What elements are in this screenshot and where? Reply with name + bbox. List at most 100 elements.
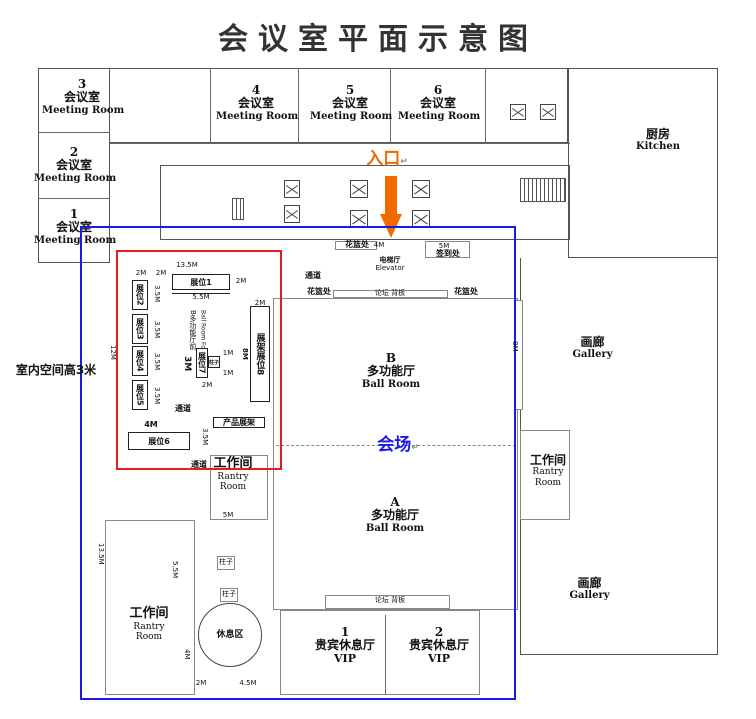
booth-8-display-rack: 展架展位8	[250, 306, 270, 402]
flower-stand-3: 花篮处	[454, 287, 478, 296]
meeting-room-column	[38, 68, 110, 263]
pantry1-room	[210, 455, 268, 520]
ballroom-outline	[273, 298, 518, 610]
dim-2m: 2M	[235, 277, 247, 285]
dim-3-5m: 3.5M	[152, 353, 161, 371]
elevator-shaft	[412, 180, 430, 198]
lounge-circle	[198, 603, 262, 667]
dim-4m: 4M	[373, 241, 385, 249]
corridor-band	[160, 165, 570, 240]
partition	[515, 300, 523, 410]
pillar	[217, 556, 235, 570]
dim-2m: 2M	[135, 269, 147, 277]
dim-3m: 3M	[182, 356, 193, 372]
booth-3: 展位3	[132, 314, 148, 344]
dim-4m-vertical: 4M	[182, 648, 191, 660]
ballroom-divider	[276, 445, 516, 446]
pillar	[220, 588, 238, 602]
dim-4m: 4M	[144, 420, 158, 429]
elevator-shaft	[350, 180, 368, 198]
dim-2m: 2M	[201, 381, 213, 389]
booth-2: 展位2	[132, 280, 148, 310]
dim-8m: 8M	[240, 348, 249, 360]
dim-1m: 1M	[222, 369, 234, 377]
pillar-label: 柱子	[219, 558, 233, 566]
flower-stand-2: 花篮处	[307, 287, 331, 296]
dim-5-5m: 5.5M	[172, 293, 230, 302]
dim-5-5m-vertical: 5.5M	[170, 561, 179, 579]
elevator-shaft	[284, 205, 300, 223]
dim-5m: 5M	[438, 242, 450, 250]
flower-stand	[335, 241, 377, 250]
kitchen-room	[568, 68, 718, 258]
dim-1m: 1M	[222, 349, 234, 357]
dim-3-5m: 3.5M	[152, 387, 161, 405]
forum-board-label: 论坛 背板	[374, 596, 406, 604]
lounge-label: 休息区	[216, 630, 244, 640]
elevator-shaft	[510, 104, 526, 120]
venue-boundary	[80, 226, 516, 700]
passage-label: 通道	[305, 271, 321, 280]
dim-8m: 8M	[510, 340, 519, 352]
pantry2-room	[105, 520, 195, 695]
dim-3-5m: 3.5M	[152, 321, 161, 339]
foyer-label: B多功能厅前	[188, 310, 197, 350]
pantry3-room	[520, 430, 570, 520]
page-title: 会议室平面示意图	[218, 22, 538, 57]
dim-2m: 2M	[155, 269, 167, 277]
flower-stand-1: 花篮处	[345, 240, 369, 249]
dim-13-5m: 13.5M	[176, 261, 198, 269]
dim-2m: 2M	[254, 299, 266, 307]
dim-13-5m-vertical: 13.5M	[96, 543, 105, 565]
elevator-shaft	[540, 104, 556, 120]
exhibition-area	[116, 250, 282, 470]
signin-desk	[425, 241, 470, 258]
vip-rooms	[280, 610, 480, 695]
dim-3-5m: 3.5M	[200, 428, 209, 446]
stairs	[520, 178, 566, 202]
booth-4: 展位4	[132, 346, 148, 376]
meeting-room-band	[38, 68, 568, 143]
dim-4-5m: 4.5M	[239, 679, 257, 687]
dim-2m: 2M	[195, 679, 207, 687]
signin-desk-label: 签到处	[436, 249, 460, 258]
product-display-shelf: 产品展架	[213, 417, 265, 428]
elevator-shaft	[284, 180, 300, 198]
booth-5: 展位5	[132, 380, 148, 410]
foyer-label-en: Ball Room Foyer	[199, 310, 207, 359]
forum-board-bottom	[325, 595, 450, 609]
ceiling-height-note: 室内空间高3米	[15, 363, 97, 377]
gallery-room-lower	[520, 555, 718, 655]
forum-board-label: 论坛 背板	[374, 289, 406, 297]
forum-board-top	[333, 290, 448, 298]
booth-6: 展位6	[128, 432, 190, 450]
passage-label: 通道	[175, 404, 191, 413]
pillar-3: 柱子	[208, 356, 220, 368]
pillar-label: 柱子	[222, 590, 236, 598]
venue-label: 会场↵	[377, 435, 419, 455]
stairs	[232, 198, 244, 220]
entrance-label: 入口↵	[366, 149, 408, 169]
dim-3-5m: 3.5M	[152, 285, 161, 303]
dim-5m: 5M	[222, 511, 234, 519]
booth-7: 展位7	[196, 348, 208, 378]
passage-label: 通道	[191, 460, 207, 469]
booth-1: 展位1	[172, 274, 230, 290]
